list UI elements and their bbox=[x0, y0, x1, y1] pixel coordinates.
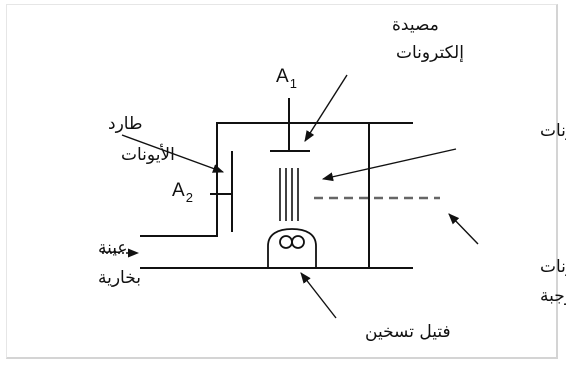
electrons-label: إلكترونات bbox=[540, 121, 566, 141]
vapor-sample-label-line2: بخارية bbox=[98, 268, 141, 288]
electron-trap bbox=[270, 98, 310, 152]
positive-ions-arrow bbox=[448, 213, 479, 245]
chamber-upper-wall bbox=[140, 122, 413, 237]
a1-label: A1 bbox=[276, 66, 297, 91]
heating-filament-label: فتيل تسخين bbox=[365, 322, 451, 342]
ion-repeller-label-line2: الأيونات bbox=[121, 144, 175, 165]
figure-frame bbox=[6, 4, 558, 359]
positive-ions-label-line2: موجبة bbox=[540, 286, 566, 306]
electrons-arrow bbox=[321, 148, 457, 182]
ion-repeller-label-line1: طارد bbox=[108, 114, 143, 134]
electron-trap-label-line1: مصيدة bbox=[392, 15, 439, 35]
vapor-sample-label-line1: عينة bbox=[98, 238, 128, 258]
a2-label: A2 bbox=[172, 180, 193, 205]
filament-arrow bbox=[300, 272, 337, 319]
electron-trap-label-line2: إلكترونات bbox=[396, 43, 464, 63]
ion-repeller-arrow bbox=[121, 134, 225, 173]
heating-filament bbox=[267, 228, 317, 268]
electron-beam bbox=[279, 168, 299, 221]
positive-ions-label-line1: أيونات bbox=[540, 255, 566, 277]
ionization-chamber bbox=[140, 122, 413, 269]
electron-trap-arrow bbox=[304, 74, 348, 142]
